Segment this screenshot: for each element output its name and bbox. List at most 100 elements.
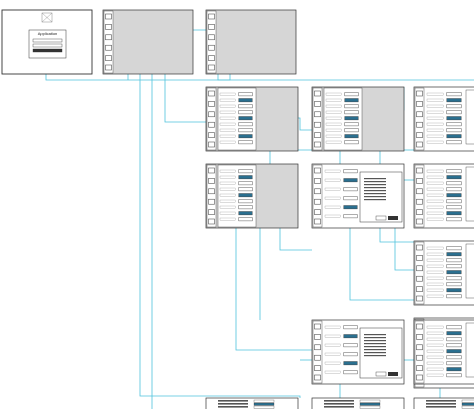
screen-wireframes: Application xyxy=(1,9,474,409)
screen-nav-button xyxy=(105,44,112,51)
form-field-label xyxy=(325,122,342,126)
screen-sidebar xyxy=(414,241,425,305)
form-field-value xyxy=(446,337,462,342)
form-field-label xyxy=(426,337,444,341)
dialog-text-line xyxy=(364,199,386,201)
partial-row xyxy=(426,406,456,408)
form-field-value xyxy=(343,196,358,201)
form-field-label xyxy=(324,334,341,338)
form-field-value xyxy=(238,199,253,204)
form-field-label xyxy=(426,373,444,377)
form-field-label xyxy=(219,110,236,114)
screen-nav-button xyxy=(416,209,423,215)
form-field-value xyxy=(343,361,358,366)
form-field-label xyxy=(426,134,444,138)
form-field-label xyxy=(426,349,444,353)
screen-detail-r7c1 xyxy=(205,397,299,409)
dialog-text-line xyxy=(364,349,386,351)
form-field-label xyxy=(426,367,444,371)
screen-nav-button xyxy=(105,55,112,61)
form-field-value xyxy=(238,104,253,109)
screen-nav-button xyxy=(314,354,321,361)
form-field-value xyxy=(446,349,462,354)
form-field-label xyxy=(426,217,444,221)
form-field-label xyxy=(325,128,342,132)
screen-nav-button xyxy=(105,24,112,30)
form-field-label xyxy=(426,294,444,298)
preview-panel xyxy=(465,166,474,222)
dialog-confirm-button xyxy=(388,216,398,220)
form-field-value xyxy=(344,134,359,139)
form-field-value xyxy=(344,110,359,115)
partial-row xyxy=(324,406,354,408)
form-field-value xyxy=(238,110,253,115)
form-field-label xyxy=(219,193,236,197)
dialog-text-line xyxy=(364,334,386,336)
form-field-value xyxy=(238,92,253,97)
form-field-label xyxy=(324,325,341,329)
screen-nav-button xyxy=(416,354,423,361)
screen-nav-button xyxy=(416,111,423,118)
form-field-label xyxy=(325,134,342,138)
preview-panel xyxy=(465,322,474,378)
screen-nav-button xyxy=(416,374,423,381)
form-field-label xyxy=(426,92,444,96)
screen-nav-button xyxy=(314,323,321,330)
screen-nav-button xyxy=(314,167,321,174)
form-field-label xyxy=(325,98,342,102)
form-field-value xyxy=(343,325,358,330)
form-field-value xyxy=(446,193,462,198)
form-field-value xyxy=(344,92,359,97)
form-field-value xyxy=(446,367,462,372)
screen-nav-button xyxy=(416,323,423,330)
form-field-value xyxy=(446,361,462,366)
form-field-value xyxy=(446,276,462,281)
dialog-confirm-button xyxy=(388,372,398,376)
screen-nav-button xyxy=(314,178,321,184)
form-field-value xyxy=(446,104,462,109)
dialog-text-line xyxy=(364,193,386,195)
screen-nav-button xyxy=(314,101,321,107)
screen-nav-button xyxy=(208,121,215,128)
form-field-label xyxy=(324,214,341,218)
screen-sidebar xyxy=(312,320,323,384)
screen-nav-button xyxy=(416,295,423,302)
form-field-label xyxy=(325,140,342,144)
form-field-label xyxy=(324,352,341,356)
login-button xyxy=(32,48,63,53)
form-field-label xyxy=(426,258,444,262)
form-field-label xyxy=(324,343,341,347)
form-field-value xyxy=(446,169,462,174)
form-field-value xyxy=(446,282,462,287)
screen-nav-button xyxy=(314,365,321,371)
screen-sidebar xyxy=(312,87,323,151)
screen-nav-button xyxy=(416,365,423,371)
form-field-value xyxy=(238,122,253,127)
screen-sidebar xyxy=(103,10,114,74)
login-title: Application xyxy=(38,31,58,36)
partial-row xyxy=(218,400,248,402)
form-field-value xyxy=(446,343,462,348)
screen-sidebar xyxy=(414,87,425,151)
screen-nav-button xyxy=(416,286,423,292)
screen-nav-button xyxy=(314,121,321,128)
screen-sidebar xyxy=(312,164,323,228)
form-field-value xyxy=(446,187,462,192)
connector-line xyxy=(217,74,474,81)
screen-nav-button xyxy=(314,90,321,97)
screen-nav-button xyxy=(416,121,423,128)
screen-nav-button xyxy=(416,344,423,351)
preview-panel xyxy=(465,243,474,299)
form-field-label xyxy=(324,205,341,209)
screen-sidebar xyxy=(206,87,217,151)
screen-nav-button xyxy=(208,209,215,215)
form-field-value xyxy=(238,128,253,133)
screen-nav-button xyxy=(314,374,321,381)
form-field-value xyxy=(238,181,253,186)
screen-detail-r2c2 xyxy=(311,86,405,152)
screen-nav-button xyxy=(314,209,321,215)
connector-line xyxy=(164,74,206,123)
screen-detail-r7c2 xyxy=(311,397,405,409)
partial-row xyxy=(324,403,354,405)
screen-nav-button xyxy=(105,64,112,71)
